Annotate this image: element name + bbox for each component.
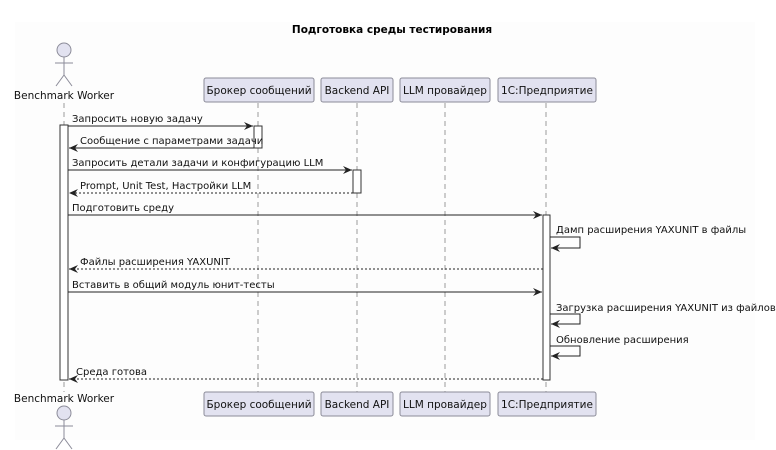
participant-label: Backend API [325,85,390,97]
participant-label: Backend API [325,399,390,411]
actor-worker-bottom[interactable]: Benchmark Worker [14,393,115,450]
message-1: Запросить новую задачу [68,114,253,130]
message-label: Prompt, Unit Test, Настройки LLM [80,181,251,192]
message-4: Prompt, Unit Test, Настройки LLM [69,181,353,197]
message-label: Обновление расширения [556,335,689,346]
participant-label: 1С:Предприятие [501,399,593,411]
participant-broker-bottom[interactable]: Брокер сообщений [203,391,315,417]
activation-backend [352,169,362,194]
activation-worker [59,124,69,381]
activation-broker [253,125,263,149]
message-10-self: Обновление расширения [550,335,689,360]
participant-backend-bottom[interactable]: Backend API [320,391,394,417]
participant-label: 1С:Предприятие [501,85,593,97]
participant-label: Брокер сообщений [206,85,311,97]
participant-onec-top[interactable]: 1С:Предприятие [497,77,597,103]
participant-label: Брокер сообщений [206,399,311,411]
message-label: Вставить в общий модуль юнит-тесты [72,280,275,291]
activation-onec [542,214,551,381]
participant-backend-top[interactable]: Backend API [320,77,394,103]
message-5: Подготовить среду [68,203,542,219]
message-6-self: Дамп расширения YAXUNIT в файлы [550,225,746,252]
message-7: Файлы расширения YAXUNIT [69,257,543,273]
message-label: Дамп расширения YAXUNIT в файлы [556,225,746,236]
message-11: Среда готова [69,367,543,383]
message-8: Вставить в общий модуль юнит-тесты [68,280,542,296]
message-label: Загрузка расширения YAXUNIT из файлов [556,303,776,314]
actor-label: Benchmark Worker [14,393,115,405]
diagram-title: Подготовка среды тестирования [292,24,492,36]
participant-llm-bottom[interactable]: LLM провайдер [399,391,491,417]
message-label: Файлы расширения YAXUNIT [80,257,231,268]
actor-head-icon [56,405,72,421]
actor-worker-top[interactable]: Benchmark Worker [14,42,115,102]
participant-broker-top[interactable]: Брокер сообщений [203,77,315,103]
message-9-self: Загрузка расширения YAXUNIT из файлов [550,303,776,328]
message-label: Запросить детали задачи и конфигурацию L… [72,158,323,169]
participant-llm-top[interactable]: LLM провайдер [399,77,491,103]
message-label: Сообщение с параметрами задачи [80,136,263,147]
participant-label: LLM провайдер [403,85,487,97]
message-3: Запросить детали задачи и конфигурацию L… [68,158,352,174]
actor-head-icon [56,42,72,58]
message-2: Сообщение с параметрами задачи [69,136,263,152]
message-label: Среда готова [76,367,147,378]
participant-onec-bottom[interactable]: 1С:Предприятие [497,391,597,417]
message-label: Подготовить среду [72,203,174,214]
message-label: Запросить новую задачу [72,114,203,125]
participant-label: LLM провайдер [403,399,487,411]
actor-label: Benchmark Worker [14,90,115,102]
